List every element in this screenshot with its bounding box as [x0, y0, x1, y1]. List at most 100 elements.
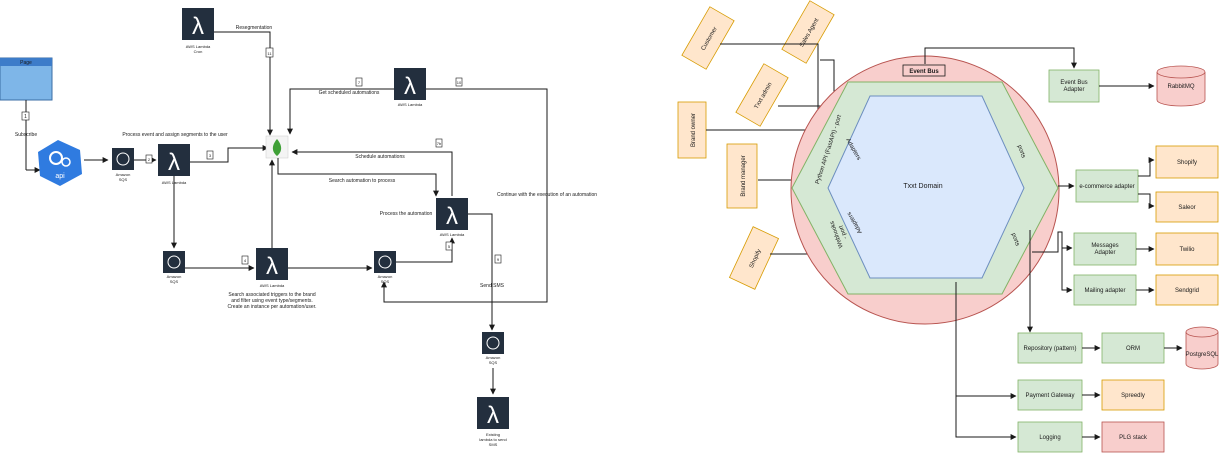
repository-box	[1017, 332, 1083, 364]
actor-txxt-admin: Txxt admin	[735, 63, 789, 127]
svg-text:λ: λ	[266, 253, 278, 280]
svg-text:7b: 7b	[437, 141, 442, 146]
actor-customer: Customer	[681, 6, 735, 70]
actor-sales-agent: Sales Agent	[781, 0, 835, 64]
lambda-icon-3: λ	[394, 68, 426, 100]
send-sms-label: Send SMS	[480, 283, 505, 289]
event-bus-label: Event Bus	[909, 69, 939, 75]
svg-text:AWS Lambda: AWS Lambda	[398, 102, 423, 107]
search-triggers-3: Create an instance per automation/user.	[228, 304, 317, 310]
svg-text:7: 7	[358, 80, 361, 85]
svg-text:λ: λ	[168, 149, 180, 176]
svg-text:- port: - port	[838, 224, 849, 240]
svg-text:Mailing adapter: Mailing adapter	[1084, 288, 1125, 294]
svg-text:Shopify: Shopify	[1177, 160, 1197, 166]
resegmentation-label: Resegmentation	[236, 25, 273, 31]
domain-hexagon	[827, 95, 1025, 279]
svg-text:λ: λ	[487, 402, 499, 429]
svg-text:PLG stack: PLG stack	[1119, 435, 1148, 441]
postgresql-cylinder: PostgreSQL	[1185, 326, 1219, 370]
svg-text:Brand owner: Brand owner	[691, 113, 697, 147]
rabbitmq-cylinder: RabbitMQ	[1156, 65, 1206, 107]
schedule-automations-label: Schedule automations	[355, 154, 405, 160]
svg-text:λ: λ	[192, 13, 204, 40]
svg-text:Twilio: Twilio	[1179, 247, 1195, 253]
page-box-title: Page	[20, 60, 32, 66]
sqs-1-label-a: Amazon	[116, 172, 131, 177]
shopify-box	[1155, 145, 1219, 179]
saleor-box	[1155, 191, 1219, 223]
ports-label-1: ports	[1016, 144, 1026, 159]
api-gateway-icon: api	[38, 140, 82, 186]
sendgrid-box	[1155, 274, 1219, 306]
sqs-icon-3	[374, 251, 396, 273]
lambda-icon-2: λ	[256, 248, 288, 280]
sqs-icon-2	[163, 251, 185, 273]
subscribe-label: Subscribe	[15, 132, 37, 138]
ecommerce-adapter-label: e-commerce adapter	[1079, 184, 1134, 190]
lambda-cron-icon: λ	[182, 8, 214, 40]
svg-text:PostgreSQL: PostgreSQL	[1186, 352, 1219, 358]
api-label: api	[55, 173, 65, 180]
svg-text:Payment Gateway: Payment Gateway	[1025, 393, 1074, 399]
svg-text:5: 5	[448, 244, 451, 249]
messages-adapter-box	[1073, 232, 1137, 266]
svg-text:Sendgrid: Sendgrid	[1175, 288, 1199, 294]
svg-text:10: 10	[457, 80, 462, 85]
process-automation-label: Process the automation	[380, 211, 433, 217]
sqs-icon-4	[482, 332, 504, 354]
event-bus-label-box	[902, 64, 946, 77]
svg-text:RabbitMQ: RabbitMQ	[1167, 84, 1194, 90]
process-assign-label: Process event and assign segments to the…	[122, 132, 228, 138]
sqs-icon-1	[112, 148, 134, 170]
actor-brand-owner: Brand owner	[677, 101, 707, 159]
svg-text:Brand manager: Brand manager	[741, 155, 747, 196]
step-1-badge	[21, 111, 30, 121]
svg-text:AWS Lambda: AWS Lambda	[260, 283, 285, 288]
mailing-adapter-box	[1073, 274, 1137, 306]
domain-label: Txxt Domain	[903, 183, 942, 190]
actor-shopify: Shopify	[728, 226, 780, 290]
svg-text:Logging: Logging	[1039, 435, 1060, 441]
svg-text:Spreedly: Spreedly	[1121, 393, 1145, 399]
plg-stack-box	[1101, 421, 1165, 453]
lambda-icon-1: λ	[158, 144, 190, 176]
get-scheduled-label: Get scheduled automations	[319, 90, 380, 96]
payment-gateway-box	[1017, 379, 1083, 411]
search-triggers-1: Search associated triggers to the brand	[228, 292, 315, 298]
search-automation-label: Search automation to process	[329, 178, 396, 184]
lambda-icon-4: λ	[436, 198, 468, 230]
svg-text:λ: λ	[404, 73, 416, 100]
spreedly-box	[1101, 379, 1165, 411]
mongodb-icon	[265, 135, 289, 159]
svg-text:11: 11	[267, 51, 272, 56]
orm-box	[1101, 332, 1165, 364]
twilio-box	[1155, 232, 1219, 266]
lambda-sms-icon: λ	[477, 397, 509, 429]
svg-text:3: 3	[209, 153, 212, 158]
svg-text:ORM: ORM	[1126, 346, 1140, 352]
svg-text:9: 9	[497, 257, 500, 262]
search-triggers-2: and filter using event type/segments.	[231, 298, 312, 304]
svg-text:Repository (pattern): Repository (pattern)	[1023, 346, 1076, 352]
page-box: Page	[0, 57, 53, 101]
actor-brand-manager: Brand manager	[726, 143, 758, 209]
continue-exec-label: Continue with the execution of an automa…	[497, 192, 597, 198]
step-1-label: 1	[24, 114, 27, 120]
ecommerce-adapter-box	[1075, 169, 1139, 203]
svg-text:λ: λ	[446, 203, 458, 230]
step-2-label: 2	[148, 157, 151, 162]
svg-text:AWS Lambda: AWS Lambda	[440, 232, 465, 237]
event-bus-adapter-box	[1048, 69, 1100, 103]
svg-text:Saleor: Saleor	[1178, 205, 1195, 211]
svg-text:4: 4	[244, 258, 247, 263]
ports-label-2: ports	[1010, 232, 1020, 247]
